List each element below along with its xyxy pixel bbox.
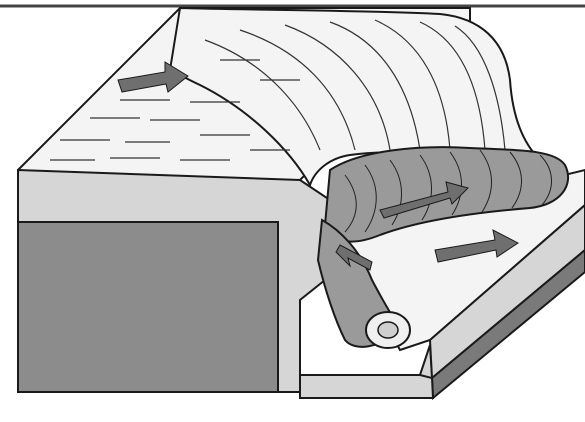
inner-block-dark: [18, 222, 278, 392]
roller-end-core: [378, 322, 398, 338]
lower-step-front: [300, 375, 433, 398]
